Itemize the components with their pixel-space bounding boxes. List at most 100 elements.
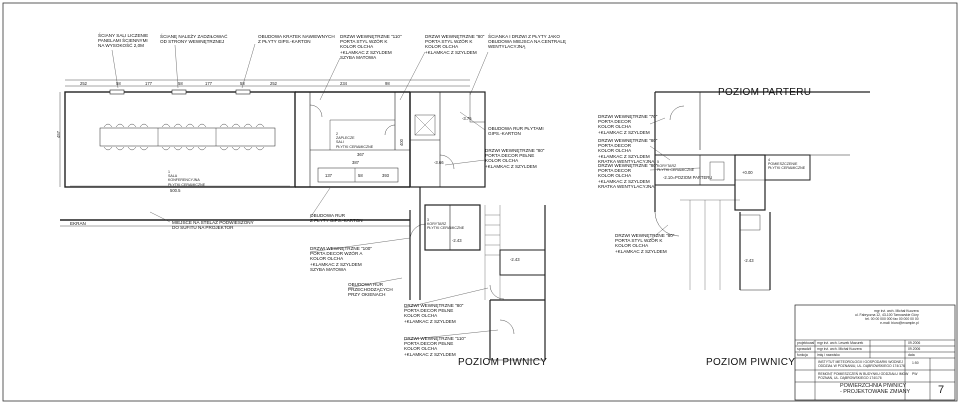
level-5: -2.43	[744, 258, 754, 263]
dim-top-5: 58	[240, 81, 245, 86]
dim-top-7: 234	[340, 81, 347, 86]
note-line: DRZWI WEWNĘTRZNE "80"	[598, 138, 658, 143]
note-line: KOLOR OLCHA	[485, 158, 519, 164]
title-block-line: INSTYTUT METEOROLOGII I GOSPODARKI WODNE…	[818, 360, 903, 364]
tb-row-2-name: imię i nazwisko	[817, 353, 840, 357]
tb-scale: 1:50	[912, 361, 919, 365]
title-block-line: mgr inż. arch. Michał Kuczera	[873, 309, 919, 313]
dim-inner-2: 137	[325, 173, 332, 178]
note-line: GIPS.-KARTON	[488, 131, 521, 137]
note-line: DRZWI WEWNĘTRZNE "80"	[404, 303, 464, 308]
room-label-line: PŁYTKI CERAMICZNE	[336, 144, 374, 149]
note-line: PANELAMI ŚCIENNYMI	[98, 38, 148, 44]
note-line: OBUDOWA RUR	[310, 213, 346, 218]
note-line: DRZWI WEWNĘTRZNE "80"	[598, 163, 658, 168]
note-line: +KLAMKAC Z SZYLDEM	[598, 178, 650, 184]
tb-drawing-title: POWIERZCHNIA PIWNICY- PROJEKTOWANE ZMIAN…	[840, 383, 910, 395]
dim-top-3: 58	[178, 81, 183, 86]
note-line: OBUDOWA KRATEK NAWIEWNYCH	[258, 34, 335, 39]
tb-object: REMONT POMIESZCZEŃ W BUDYNKU ODDZIAŁU IM…	[818, 372, 908, 380]
note-line: NA WYSOKOŚĆ 2,0M	[98, 43, 144, 49]
note-line: DRZWI WEWNĘTRZNE "110"	[340, 34, 402, 39]
dim-inner-4: 393	[382, 173, 389, 178]
title-block-line: ODDZIAŁ W POZNANIU, UL. DĄBROWSKIEGO 174…	[818, 364, 905, 368]
note-line: KOLOR OLCHA	[598, 173, 632, 179]
title-block-line: e-mail: biuro@example.pl	[880, 321, 919, 325]
tb-row-1-date: 09.2006	[908, 347, 921, 351]
dim-top-2: 177	[145, 81, 152, 86]
note-line: ŚCIANĘ NALEŻY ZADZIŁOWAĆ	[160, 34, 228, 39]
note-line: Z PŁYTY GIPS.-KARTON	[258, 39, 311, 45]
plan-middle	[409, 91, 486, 188]
note-line: KOLOR OLCHA	[404, 313, 438, 319]
room-label-line: 2	[336, 132, 338, 136]
room-label-line: PŁYTKI CERAMICZNE	[427, 226, 465, 231]
title-block-line: tel. 00 00 000 000 fax 00 000 00 00	[865, 317, 919, 321]
note-line: KOLOR OLCHA	[598, 148, 632, 154]
note-line: DRZWI WEWNĘTRZNE "80"	[485, 148, 545, 153]
note-line: SZYBA MATOWA	[310, 266, 347, 272]
tb-row-1-role: sprawdził	[797, 347, 812, 351]
title-block-line: - PROJEKTOWANE ZMIANY	[840, 389, 911, 395]
dim-side-1: 500.5	[170, 188, 181, 193]
tb-row-2-role: funkcja	[797, 353, 808, 357]
note-line: +KLAMKAC Z SZYLDEM	[340, 49, 392, 55]
dim-inner-0: 367	[357, 152, 364, 157]
heading-basement-left: POZIOM PIWNICY	[458, 357, 548, 368]
note-line: +KLAMKAC Z SZYLDEM	[310, 261, 362, 267]
note-line: Z PŁYTY GIPS.-KARTON	[310, 218, 363, 224]
dim-top-4: 177	[205, 81, 212, 86]
heading-basement-right: POZIOM PIWNICY	[706, 357, 796, 368]
level-6: -2.10=POZIOM PARTERU	[663, 175, 713, 180]
note-line: ŚCIANKA I DRZWI Z PŁYTY JAKO	[488, 34, 560, 39]
note-line: ŚCIANY SALI LICZENIE	[98, 33, 149, 38]
tb-row-1-name: mgr inż. arch. Michał Kuczera	[817, 347, 862, 351]
note-line: KRATKA WENTYLACYJNA	[598, 158, 655, 164]
title-block-line: POZNAŃ, UL. DĄBROWSKIEGO 174/176	[818, 376, 882, 380]
level-2: -2.43	[452, 238, 462, 243]
note-line: +KLAMKAC Z SZYLDEM	[404, 351, 456, 357]
level-4: +0.00	[742, 170, 753, 175]
tb-row-2-date: data	[908, 353, 915, 357]
plan-right	[654, 91, 870, 291]
note-line: KOLOR OLCHA	[310, 256, 344, 262]
level-3: -2.43	[510, 257, 520, 262]
room-label-line: KONFERENCYJNA	[168, 178, 200, 183]
room-label-line: 5	[657, 160, 659, 164]
note-line: PORTA DECOR WZÓR A	[310, 251, 363, 257]
note-line: +KLAMKAC Z SZYLDEM	[598, 153, 650, 159]
level-0: -3.75	[462, 116, 472, 121]
room-label-line: 3	[427, 218, 429, 222]
note-line: OBUDOWA RUR	[348, 282, 384, 287]
dim-top-1: 58	[116, 81, 121, 86]
note-line: PORTA STYL WZÓR K	[340, 39, 388, 45]
plan-lower-left	[60, 187, 546, 361]
note-line: +KLAMKAC Z SZYLDEM	[425, 49, 477, 55]
room-label-line: PŁYTKI CERAMICZNE	[657, 168, 695, 173]
ekran-label: EKRAN	[70, 221, 86, 226]
note-line: KOLOR OLCHA	[340, 44, 374, 50]
title-block-frame	[794, 304, 956, 401]
note-line: +KLAMKAC Z SZYLDEM	[404, 318, 456, 324]
note-line: DRZWI WEWNĘTRZNE "80"	[615, 233, 675, 238]
note-10: DRZWI WEWNĘTRZNE "100"PORTA DECOR WZÓR A…	[310, 246, 372, 272]
note-line: DRZWI WEWNĘTRZNE "110"	[404, 336, 466, 341]
room-label-line: 1	[168, 170, 170, 174]
note-line: KOLOR OLCHA	[615, 243, 649, 249]
tb-row-0-role: projektował	[797, 341, 815, 345]
room-label-line: 4	[768, 158, 770, 162]
room-label-line: SALA	[168, 174, 178, 179]
